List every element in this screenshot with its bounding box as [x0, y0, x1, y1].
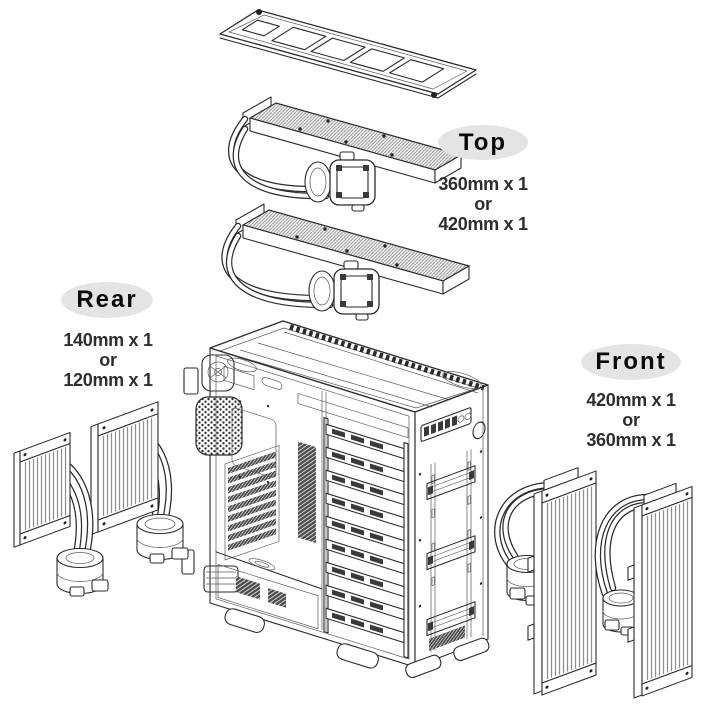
rear-aio-140-pump — [136, 513, 189, 564]
rear-aio-140-illustration — [90, 401, 189, 564]
front-callout-label: Front — [595, 348, 667, 375]
top-spec-option1: 360mm x 1 — [438, 174, 528, 194]
rear-aio-120-pump — [56, 547, 109, 597]
cable-channel — [298, 441, 316, 544]
front-io-ports — [420, 407, 472, 442]
front-aio-420-illustration — [494, 467, 597, 696]
radiator-360-tubes — [227, 115, 330, 200]
top-radiator-420-illustration — [221, 203, 471, 321]
psu-vent — [203, 565, 239, 593]
case-side-interior — [215, 355, 410, 660]
top-radiator-360-illustration — [227, 96, 463, 212]
rear-aio-120-radiator — [13, 431, 71, 548]
case-front-face-outline — [414, 384, 489, 668]
rear-mount-tab — [183, 367, 199, 395]
radiator-360-core — [242, 96, 463, 184]
top-spec-conjunction: or — [474, 194, 492, 214]
rear-spec-text: 140mm x 1 or 120mm x 1 — [46, 330, 170, 390]
top-spec-option2: 420mm x 1 — [438, 214, 528, 234]
rear-aio-120-illustration — [13, 431, 109, 597]
drive-trays — [325, 423, 405, 644]
case-rear-panel — [195, 354, 280, 593]
rear-exhaust-vent — [201, 354, 235, 392]
front-aio-420-radiator — [527, 467, 597, 696]
rear-spec-conjunction: or — [99, 350, 117, 370]
case-top-face — [209, 320, 489, 413]
front-aio-360-illustration — [594, 482, 693, 699]
power-button — [472, 421, 486, 440]
top-callout-label: Top — [458, 128, 508, 156]
front-spec-text: 420mm x 1 or 360mm x 1 — [569, 390, 693, 450]
top-spec-text: 360mm x 1 or 420mm x 1 — [421, 174, 545, 234]
psu-shroud — [215, 551, 323, 630]
drive-cage — [323, 417, 409, 659]
radiator-420-pump-block — [308, 260, 380, 321]
radiator-360-pump-block — [304, 151, 376, 212]
front-spec-conjunction: or — [622, 410, 640, 430]
front-aio-360-tubes — [594, 493, 656, 598]
case-front-panel — [418, 407, 486, 653]
top-fan-bracket-illustration — [219, 9, 477, 99]
front-spec-option2: 360mm x 1 — [586, 430, 676, 450]
rear-spec-option2: 120mm x 1 — [63, 370, 153, 390]
cpu-cutout — [231, 407, 277, 478]
rear-spec-option1: 140mm x 1 — [63, 330, 153, 350]
front-cage-brackets — [426, 465, 476, 637]
front-aio-360-radiator — [627, 482, 693, 699]
radiator-420-core — [235, 203, 471, 295]
front-spec-option1: 420mm x 1 — [586, 390, 676, 410]
case-chassis-illustration — [181, 320, 490, 678]
top-callout-badge: Top — [438, 125, 528, 160]
honeycomb-vent — [195, 396, 243, 456]
pci-expansion-slots — [224, 445, 280, 561]
front-callout-badge: Front — [581, 344, 681, 380]
radiator-420-tubes — [221, 222, 334, 309]
rear-aio-140-radiator — [90, 401, 159, 536]
case-feet — [224, 608, 490, 678]
rear-callout-label: Rear — [76, 286, 138, 313]
rear-callout-badge: Rear — [61, 282, 153, 318]
